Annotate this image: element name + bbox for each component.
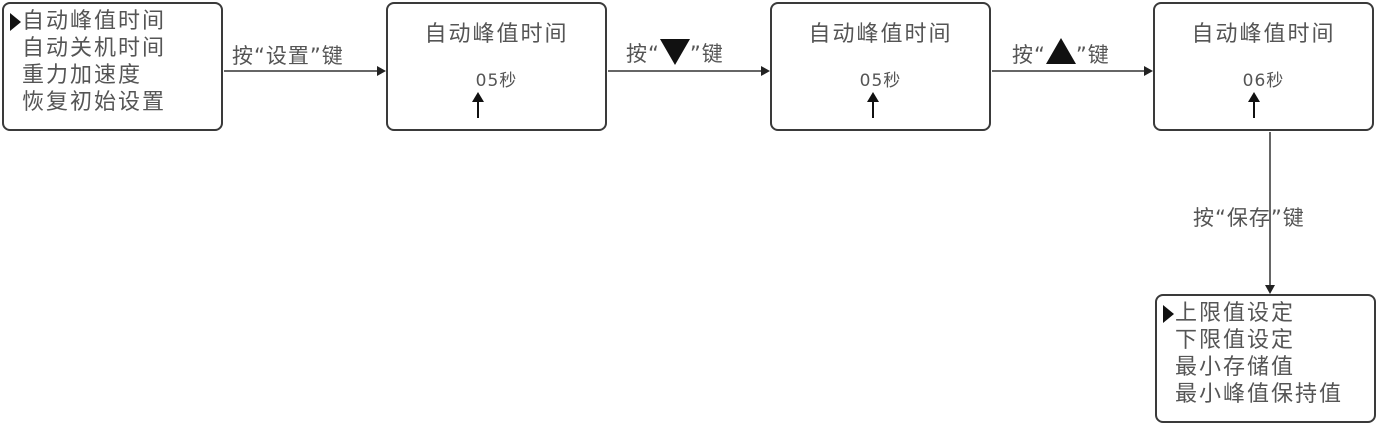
menu-item-auto-peak-time: 自动峰值时间 [10,8,221,35]
arrow-label-press-down: 按“”键 [626,38,724,68]
menu-item-gravity-acceleration: 重力加速度 [22,63,143,88]
menu-item-auto-shutdown-time: 自动关机时间 [22,36,167,61]
cursor-arrow-icon [472,92,484,118]
sub-menu-screen: 上限值设定 下限值设定 最小存储值 最小峰值保持值 [1155,294,1376,423]
flow-arrow-3 [992,67,1153,75]
screen-value: 06秒 [1242,71,1285,91]
menu-item-restore-defaults: 恢复初始设置 [22,90,167,115]
main-menu-screen: 自动峰值时间 自动关机时间 重力加速度 恢复初始设置 [2,2,223,131]
setting-screen-step-3: 自动峰值时间 06秒 [1153,2,1374,131]
up-triangle-icon [1045,38,1076,64]
settings-key-label: 设置 [265,44,310,68]
screen-title: 自动峰值时间 [424,22,569,47]
menu-item-min-storage: 最小存储值 [1175,355,1296,380]
screen-title: 自动峰值时间 [1191,22,1336,47]
save-key-label: 保存 [1226,206,1271,230]
menu-item-min-peak-hold: 最小峰值保持值 [1175,382,1344,407]
screen-value: 05秒 [475,71,518,91]
flow-arrow-2 [608,67,770,75]
arrow-label-press-up: 按“”键 [1012,38,1110,69]
arrow-label-press-settings: 按“设置”键 [232,44,344,68]
arrow-label-press-save: 按“保存”键 [1193,206,1305,230]
flow-arrow-1 [224,67,386,75]
setting-screen-step-1: 自动峰值时间 05秒 [386,2,607,131]
cursor-arrow-icon [867,92,879,118]
menu-item-upper-limit: 上限值设定 [1163,300,1374,327]
setting-screen-step-2: 自动峰值时间 05秒 [770,2,991,131]
flow-arrow-4 [1266,132,1274,294]
screen-title: 自动峰值时间 [808,22,953,47]
menu-item-lower-limit: 下限值设定 [1175,328,1296,353]
cursor-arrow-icon [1248,92,1260,118]
screen-value: 05秒 [859,71,902,91]
down-triangle-icon [659,39,690,65]
